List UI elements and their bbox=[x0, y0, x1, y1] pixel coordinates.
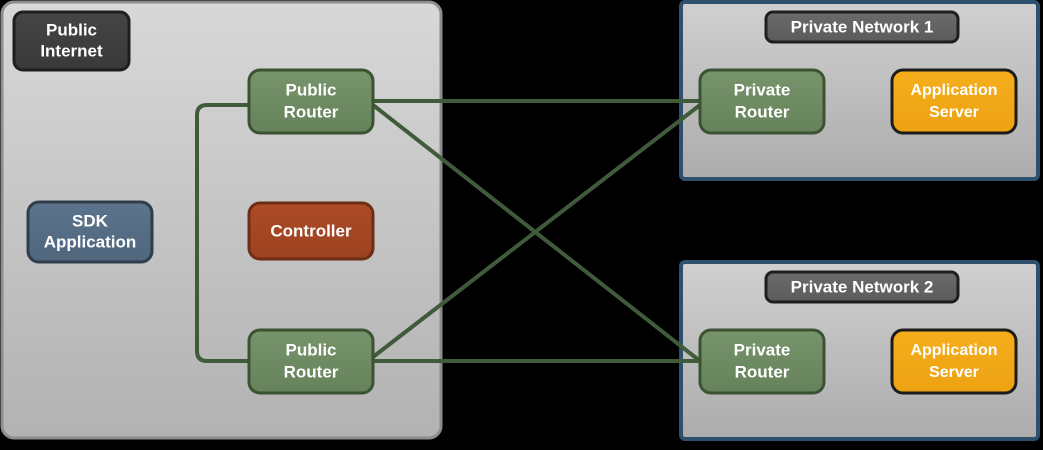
node-application-server-2-label-line1: Application bbox=[910, 342, 997, 359]
zone-private-network-2[interactable]: Private Network 2 bbox=[679, 260, 1040, 441]
node-application-server-1[interactable]: Application Server bbox=[890, 68, 1018, 135]
node-private-router-2[interactable]: Private Router bbox=[698, 328, 826, 395]
node-public-router-bottom-label-line1: Public bbox=[285, 340, 336, 359]
node-private-router-1[interactable]: Private Router bbox=[698, 68, 826, 135]
node-public-router-bottom-label-line2: Router bbox=[284, 362, 339, 381]
zone-private-network-1-badge[interactable]: Private Network 1 bbox=[764, 10, 960, 44]
node-application-server-2[interactable]: Application Server bbox=[890, 328, 1018, 395]
node-application-server-2-box bbox=[890, 328, 1018, 395]
node-sdk-application-box bbox=[26, 200, 154, 264]
node-private-router-2-box bbox=[698, 328, 826, 395]
zone-private-network-1-badge-label: Private Network 1 bbox=[791, 17, 934, 36]
node-sdk-application[interactable]: SDK Application bbox=[26, 200, 154, 264]
zone-public-internet-badge[interactable]: Public Internet bbox=[12, 10, 131, 72]
link-public-router-top-to-public-router-bottom[interactable] bbox=[195, 103, 251, 363]
zone-public-internet-badge-line1: Public bbox=[46, 20, 97, 39]
zone-private-network-2-badge-box bbox=[764, 270, 960, 304]
link-layer bbox=[195, 99, 702, 363]
node-application-server-1-label-line2: Server bbox=[929, 104, 979, 121]
node-private-router-1-box bbox=[698, 68, 826, 135]
node-sdk-application-label-line2: Application bbox=[44, 232, 137, 251]
node-public-router-top[interactable]: Public Router bbox=[247, 68, 375, 135]
node-controller[interactable]: Controller bbox=[247, 201, 375, 261]
zone-private-network-2-badge[interactable]: Private Network 2 bbox=[764, 270, 960, 304]
node-public-router-bottom-box bbox=[247, 328, 375, 395]
node-public-router-bottom[interactable]: Public Router bbox=[247, 328, 375, 395]
zone-public-internet-badge-line2: Internet bbox=[40, 41, 103, 60]
node-public-router-top-box bbox=[247, 68, 375, 135]
link-public-router-bottom-to-private-router-1[interactable] bbox=[371, 103, 702, 359]
node-controller-label: Controller bbox=[270, 221, 352, 240]
node-public-router-top-label-line1: Public bbox=[285, 80, 336, 99]
zone-private-network-2-frame bbox=[679, 260, 1040, 441]
zone-private-network-1[interactable]: Private Network 1 bbox=[679, 0, 1040, 181]
node-private-router-1-label-line1: Private bbox=[734, 80, 791, 99]
node-sdk-application-label-line1: SDK bbox=[72, 211, 109, 230]
node-private-router-2-label-line2: Router bbox=[735, 362, 790, 381]
zone-private-network-1-badge-box bbox=[764, 10, 960, 44]
zone-public-internet-badge-box bbox=[12, 10, 131, 72]
node-public-router-top-label-line2: Router bbox=[284, 102, 339, 121]
zone-private-network-2-badge-label: Private Network 2 bbox=[791, 277, 934, 296]
zone-private-network-1-frame bbox=[679, 0, 1040, 181]
node-controller-box bbox=[247, 201, 375, 261]
node-private-router-2-label-line1: Private bbox=[734, 340, 791, 359]
node-application-server-1-box bbox=[890, 68, 1018, 135]
node-application-server-1-label-line1: Application bbox=[910, 82, 997, 99]
node-private-router-1-label-line2: Router bbox=[735, 102, 790, 121]
node-application-server-2-label-line2: Server bbox=[929, 364, 979, 381]
